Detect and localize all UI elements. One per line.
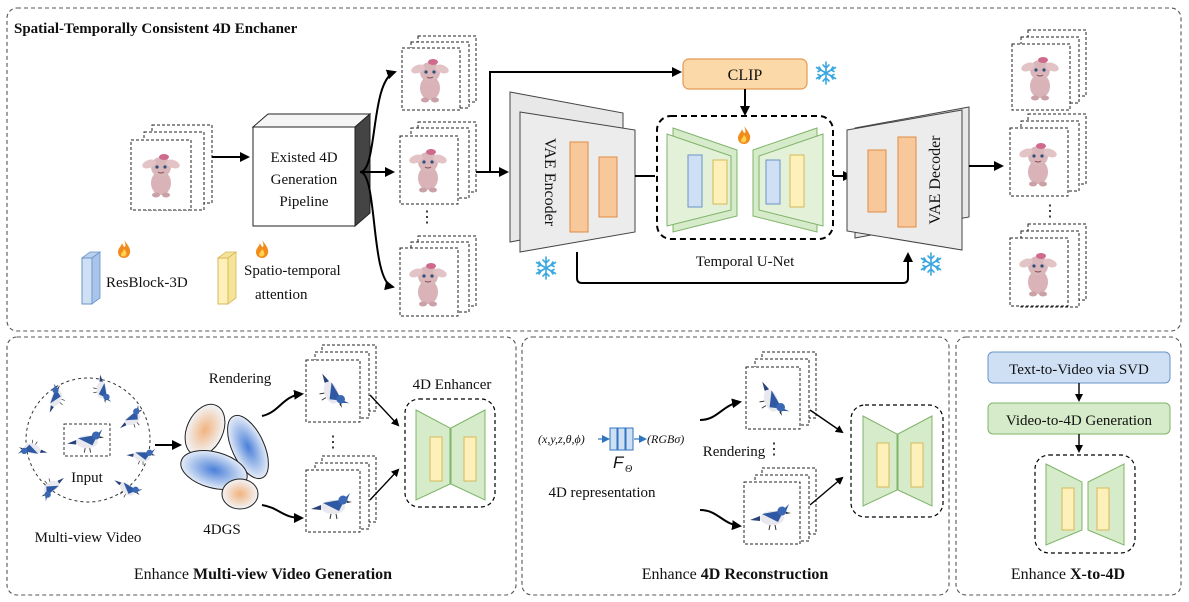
recon-caption-bold: 4D Reconstruction <box>701 566 829 583</box>
pipeline-line3: Pipeline <box>279 194 329 210</box>
input-video-stack <box>130 124 213 211</box>
pipeline-line1: Existed 4D <box>270 150 337 166</box>
mvg-render-stack-1 <box>305 344 377 423</box>
mvg-caption: Enhance Multi-view Video Generation <box>134 566 392 583</box>
pipeline-line2: Generation <box>271 172 338 188</box>
arrow-to-enhancer-bottom <box>369 468 400 501</box>
arrow-pipeline-to-view1 <box>359 69 397 173</box>
legend-attention-line1: Spatio-temporal <box>244 263 341 279</box>
camera-ring <box>25 377 151 503</box>
x4d-panel-border <box>955 336 1182 596</box>
input-label: Input <box>71 470 103 486</box>
top-panel-title: Spatial-Temporally Consistent 4D Enchane… <box>14 21 298 37</box>
4dgs-label: 4DGS <box>203 522 241 538</box>
snowflake-icon <box>815 61 837 85</box>
formula-subscript: Θ <box>625 464 632 475</box>
mvg-panel-border <box>6 336 517 596</box>
ellipsis-dots-3: ⋮ <box>325 434 341 451</box>
snowflake-icon <box>535 256 557 280</box>
legend-resblock: ResBlock-3D <box>80 240 188 305</box>
text-to-video-label: Text-to-Video via SVD <box>1009 362 1149 378</box>
recon-caption-prefix: Enhance <box>642 566 701 583</box>
recon-enhancer-box <box>850 404 944 518</box>
x4d-unet <box>1045 463 1125 546</box>
arrow-render-top <box>261 389 304 417</box>
mvg-rendering-label: Rendering <box>209 371 272 387</box>
x4d-caption: Enhance X-to-4D <box>1011 566 1125 583</box>
arrow-recon-to-enhancer-bottom <box>809 476 844 506</box>
ellipsis-dots-1: ⋮ <box>419 209 435 226</box>
skip-connection-arrow <box>576 252 913 284</box>
video-to-4d-label: Video-to-4D Generation <box>1006 413 1153 429</box>
clip-box: CLIP <box>682 58 808 90</box>
x4d-caption-prefix: Enhance <box>1011 566 1070 583</box>
vae-encoder-label: VAE Encoder <box>541 138 558 227</box>
clip-label: CLIP <box>728 67 763 84</box>
bird-icon <box>66 428 105 454</box>
legend-resblock-label: ResBlock-3D <box>106 275 188 291</box>
fire-icon <box>118 240 131 258</box>
mvg-caption-bold: Multi-view Video Generation <box>193 566 392 583</box>
snowflake-icon <box>920 252 942 276</box>
output-stack-2 <box>1009 113 1087 197</box>
fire-icon <box>256 240 269 258</box>
recon-unet <box>862 415 933 507</box>
gaussian-splats <box>180 403 269 510</box>
unet-right <box>752 127 824 233</box>
representation-label: 4D representation <box>548 485 656 501</box>
mvg-unet <box>415 409 486 501</box>
arrow-to-enhancer-top <box>369 394 400 427</box>
mvg-render-stack-2 <box>305 455 377 533</box>
formula-function: F <box>613 453 625 472</box>
recon-render-stack-2 <box>743 467 817 545</box>
unet-label: Temporal U-Net <box>696 254 795 270</box>
x4d-enhancer-box <box>1034 454 1136 554</box>
recon-caption: Enhance 4D Reconstruction <box>642 566 829 583</box>
mvg-enhancer-box <box>404 398 496 508</box>
unet-left <box>666 127 738 233</box>
arrow-pipeline-to-view3 <box>359 171 395 291</box>
top-panel-border <box>6 7 1182 332</box>
ellipsis-dots-2: ⋮ <box>1042 203 1058 220</box>
vae-decoder-label: VAE Decoder <box>927 135 944 225</box>
formula-input: (x,y,z,θ,ϕ) <box>538 432 585 446</box>
arrow-recon-top <box>699 398 742 421</box>
recon-rendering-label: Rendering <box>703 444 766 460</box>
ellipsis-dots-4: ⋮ <box>766 441 782 458</box>
legend-attention-line2: attention <box>255 287 308 303</box>
temporal-unet-box <box>656 115 834 240</box>
mvg-caption-prefix: Enhance <box>134 566 193 583</box>
input-frame <box>63 423 111 457</box>
formula: (x,y,z,θ,ϕ) (RGBσ) F Θ <box>538 427 684 475</box>
arrow-recon-to-enhancer-top <box>809 409 844 434</box>
intermediate-stack-2 <box>399 121 477 205</box>
vae-encoder: VAE Encoder <box>509 91 636 253</box>
enhancer-label: 4D Enhancer <box>413 377 492 393</box>
intermediate-stack-1 <box>401 35 477 111</box>
formula-output: (RGBσ) <box>647 432 684 446</box>
recon-panel-border <box>521 336 950 596</box>
fire-icon <box>738 126 751 144</box>
vae-decoder: VAE Decoder <box>846 106 970 251</box>
arrow-render-bottom <box>261 504 304 523</box>
output-stack-1 <box>1011 29 1087 111</box>
recon-render-stack-1 <box>745 351 817 430</box>
multiview-label: Multi-view Video <box>35 530 142 546</box>
intermediate-stack-3 <box>399 235 477 317</box>
x4d-caption-bold: X-to-4D <box>1070 566 1125 583</box>
output-stack-3 <box>1009 223 1087 308</box>
arrow-recon-bottom <box>699 509 742 531</box>
legend-attention: Spatio-temporal attention <box>216 240 341 305</box>
existing-pipeline-box: Existed 4D Generation Pipeline <box>251 112 372 228</box>
